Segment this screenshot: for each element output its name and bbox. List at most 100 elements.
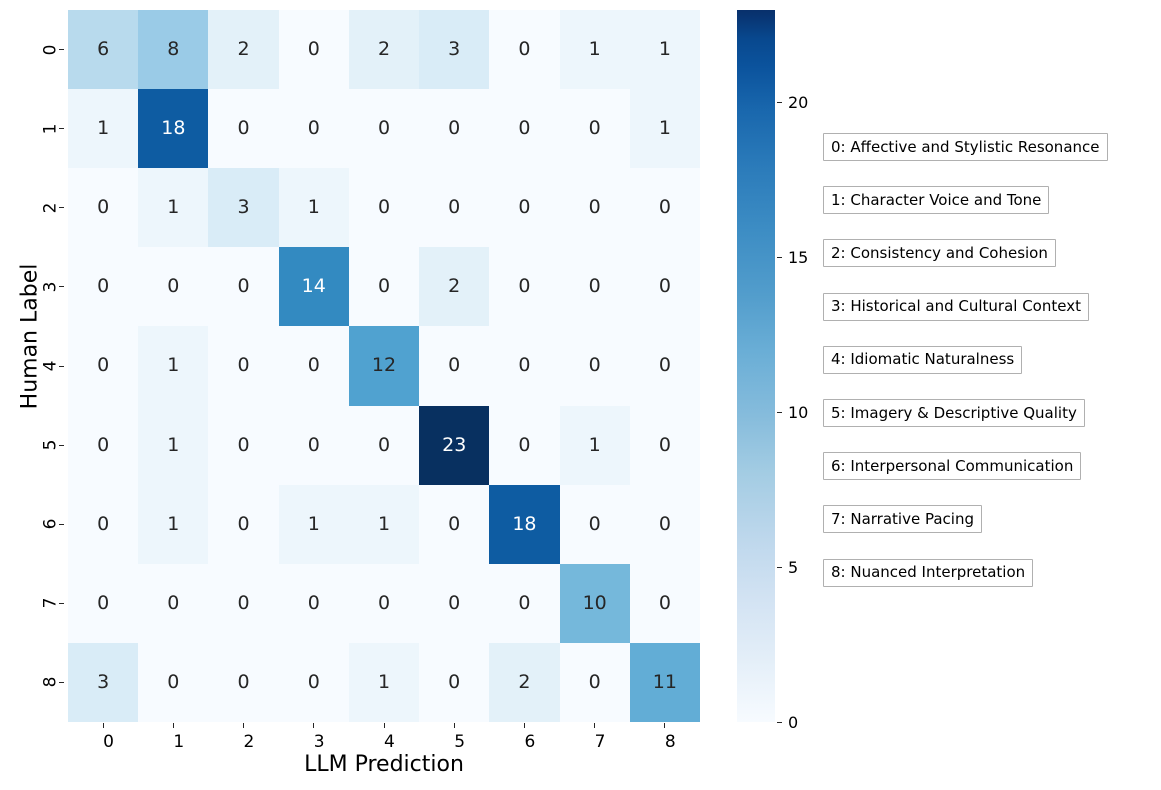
y-axis-tick-label: 1: [40, 123, 61, 135]
heatmap-cell: 0: [348, 168, 420, 248]
heatmap-cell: 0: [138, 642, 209, 722]
x-axis-label: LLM Prediction: [304, 752, 464, 777]
legend-item-label: 3: Historical and Cultural Context: [831, 297, 1081, 316]
x-axis-tick-label: 0: [103, 732, 114, 752]
heatmap-cell: 0: [629, 326, 700, 406]
legend-item: 8: Nuanced Interpretation: [823, 558, 1034, 587]
y-axis-tick-label: 7: [40, 597, 61, 609]
heatmap-cell: 0: [138, 247, 209, 327]
heatmap-cell: 0: [489, 10, 560, 90]
heatmap-cell: 11: [629, 642, 700, 722]
colorbar-tick-label: 10: [788, 402, 809, 422]
heatmap-cell: 0: [348, 89, 420, 169]
heatmap-cell: 1: [138, 484, 209, 564]
legend-item: 2: Consistency and Cohesion: [823, 239, 1056, 268]
legend-item: 5: Imagery & Descriptive Quality: [823, 399, 1085, 427]
heatmap-cell: 0: [629, 484, 700, 564]
heatmap-cell: 0: [68, 326, 139, 406]
heatmap-cell: 2: [489, 642, 560, 722]
colorbar-tick-label: 0: [788, 712, 799, 732]
heatmap-cell: 0: [419, 642, 490, 722]
heatmap-cell: 1: [348, 642, 420, 722]
y-axis-tick-label: 5: [40, 439, 61, 451]
legend-item-label: 5: Imagery & Descriptive Quality: [831, 403, 1077, 422]
heatmap-cell: 0: [278, 10, 349, 90]
heatmap-cell: 14: [278, 247, 349, 327]
heatmap-cell: 1: [629, 10, 700, 90]
colorbar-tick-label: 15: [788, 248, 809, 268]
heatmap-cell: 2: [208, 10, 279, 90]
heatmap-cell: 0: [208, 89, 279, 169]
heatmap-cell: 0: [208, 563, 279, 643]
legend-item-label: 1: Character Voice and Tone: [831, 190, 1042, 209]
legend-item: 7: Narrative Pacing: [823, 505, 982, 534]
legend-item: 4: Idiomatic Naturalness: [823, 345, 1023, 374]
heatmap-cell: 0: [208, 326, 279, 406]
heatmap-cell: 18: [138, 89, 209, 169]
heatmap-cell: 0: [278, 89, 349, 169]
heatmap-cell: 0: [278, 563, 349, 643]
heatmap-cell: 0: [559, 89, 630, 169]
colorbar-tick-label: 5: [788, 557, 799, 577]
heatmap-cell: 0: [559, 484, 630, 564]
y-axis-tick-label: 2: [40, 202, 61, 214]
legend-item: 0: Affective and Stylistic Resonance: [823, 133, 1108, 161]
heatmap-cell: 6: [68, 10, 139, 90]
heatmap-cell: 0: [278, 405, 349, 485]
heatmap-cell: 0: [489, 89, 560, 169]
legend-item: 3: Historical and Cultural Context: [823, 292, 1089, 321]
y-axis-tick-label: 3: [40, 281, 61, 293]
heatmap-cell: 0: [559, 326, 630, 406]
heatmap-cell: 1: [138, 326, 209, 406]
heatmap-cell: 23: [419, 405, 490, 485]
heatmap-cell: 0: [489, 247, 560, 327]
legend-item: 1: Character Voice and Tone: [823, 186, 1050, 215]
heatmap-cell: 1: [559, 405, 630, 485]
y-axis-tick-label: 6: [40, 518, 61, 530]
heatmap-cell: 0: [629, 405, 700, 485]
heatmap-cell: 0: [68, 563, 139, 643]
legend-item-label: 7: Narrative Pacing: [831, 509, 974, 528]
y-axis-tick-label: 0: [40, 44, 61, 55]
x-axis-tick-label: 1: [173, 732, 185, 752]
heatmap-cell: 0: [278, 326, 349, 406]
heatmap-cell: 0: [419, 484, 490, 564]
heatmap-cell: 1: [629, 89, 700, 169]
x-axis-tick-label: 2: [243, 732, 255, 752]
heatmap-cell: 0: [68, 168, 139, 248]
heatmap-cell: 1: [559, 10, 630, 90]
heatmap-cell: 0: [348, 563, 420, 643]
heatmap-cell: 0: [208, 405, 279, 485]
heatmap-cell: 0: [489, 168, 560, 248]
x-axis-tick-label: 5: [454, 732, 466, 752]
heatmap-cell: 0: [138, 563, 209, 643]
heatmap-cell: 0: [208, 484, 279, 564]
heatmap-cell: 0: [629, 168, 700, 248]
legend-item-label: 4: Idiomatic Naturalness: [831, 350, 1015, 369]
legend-item-label: 0: Affective and Stylistic Resonance: [831, 137, 1100, 156]
heatmap-cell: 0: [629, 563, 700, 643]
heatmap-cell: 0: [419, 326, 490, 406]
heatmap-cell: 0: [208, 247, 279, 327]
heatmap-cell: 0: [489, 563, 560, 643]
heatmap-cell: 3: [68, 642, 139, 722]
heatmap-cell: 18: [489, 484, 560, 564]
heatmap-cell: 1: [278, 484, 349, 564]
heatmap-cell: 0: [419, 168, 490, 248]
heatmap-cell: 12: [348, 326, 420, 406]
heatmap-cell: 0: [68, 247, 139, 327]
x-axis-tick-label: 6: [524, 732, 536, 752]
heatmap-cell: 0: [278, 642, 349, 722]
heatmap-cell: 0: [629, 247, 700, 327]
legend-item-label: 8: Nuanced Interpretation: [831, 563, 1026, 582]
heatmap-cell: 0: [489, 326, 560, 406]
y-axis-tick-label: 8: [40, 677, 61, 688]
heatmap-cell: 1: [348, 484, 420, 564]
heatmap-cell: 0: [68, 405, 139, 485]
y-axis-label: Human Label: [17, 263, 43, 410]
heatmap-cell: 10: [559, 563, 630, 643]
